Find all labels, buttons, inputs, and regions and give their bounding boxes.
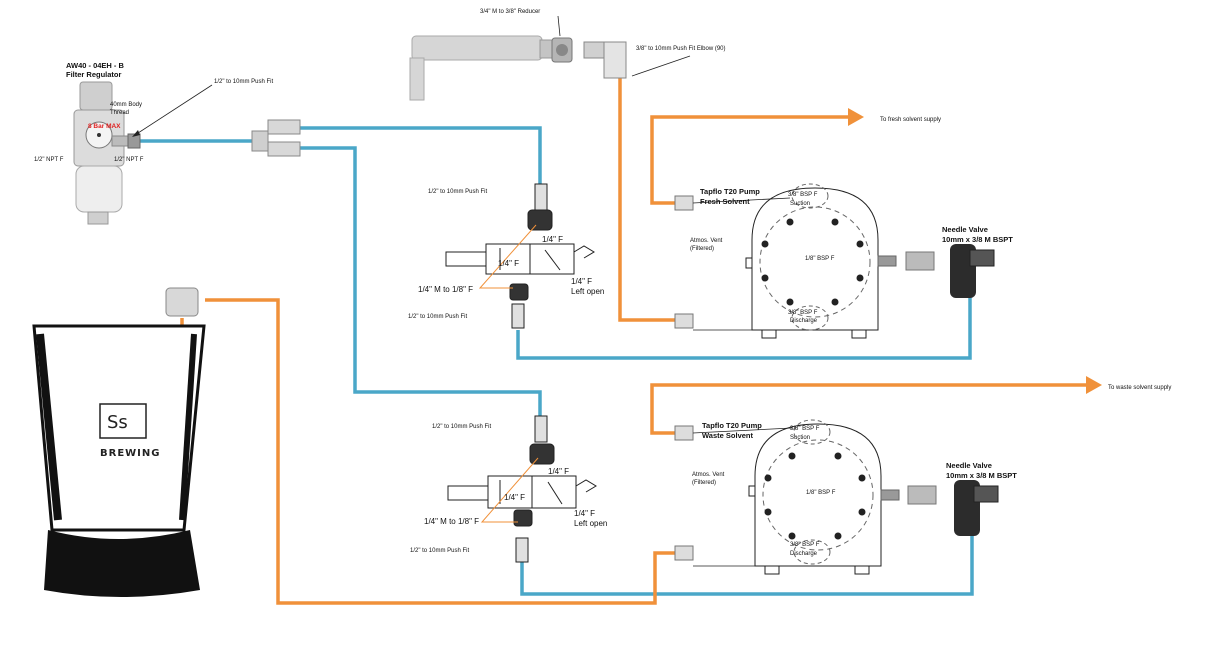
- pump2-center: 1/8" BSP F: [806, 490, 836, 496]
- body-thread-2: Thread: [110, 110, 129, 116]
- valve2-pushfit-bottom: 1/2" to 10mm Push Fit: [410, 548, 469, 554]
- solvent-lines: [180, 78, 1088, 605]
- pump2-vent1: Atmos. Vent: [692, 472, 725, 478]
- valve2-quarter-right: 1/4" F: [574, 509, 595, 518]
- elbow-fitting: [583, 41, 627, 79]
- reducer-pointer: [557, 15, 561, 37]
- valve1-orange-leads: [478, 224, 537, 289]
- push-fit-pointer-head: [132, 130, 140, 137]
- pump2-discharge2: Discharge: [790, 551, 818, 557]
- pump1-center: 1/8" BSP F: [805, 256, 835, 262]
- elbow-label: 3/8" to 10mm Push Fit Elbow (90): [636, 46, 726, 52]
- valve2-left-open: Left open: [574, 519, 607, 528]
- air-line-lower: [300, 146, 542, 418]
- pump1-vent1: Atmos. Vent: [690, 238, 723, 244]
- pump1-sub: Fresh Solvent: [700, 197, 750, 206]
- pump-2: [674, 419, 882, 575]
- brand-word: BREWING: [100, 448, 160, 459]
- bar-max-label: 8 Bar MAX: [88, 123, 121, 130]
- pump1-suction2: Suction: [790, 201, 810, 207]
- filter-regulator: [73, 81, 141, 225]
- fresh-supply-line: [650, 115, 850, 205]
- reducer-fitting: [551, 37, 573, 63]
- pump1-discharge: 3/8" BSP F: [788, 310, 818, 316]
- air-line-upper: [300, 126, 542, 186]
- needle1-sub: 10mm x 3/8 M BSPT: [942, 235, 1013, 244]
- solenoid-valve-1: [445, 183, 595, 329]
- valve2-adapter: 1/4" M to 1/8" F: [424, 517, 479, 526]
- push-fit-pointer: [134, 84, 213, 136]
- body-thread-1: 40mm Body: [110, 102, 142, 108]
- regulator-name: Filter Regulator: [66, 70, 122, 79]
- reducer-label: 3/4" M to 3/8" Reducer: [480, 9, 540, 15]
- valve1-quarter-top: 1/4" F: [542, 235, 563, 244]
- npt-left-label: 1/2" NPT F: [34, 157, 64, 163]
- waste-discharge-line: [205, 298, 675, 605]
- air-line-valve1-out: [516, 296, 972, 360]
- pump2-suction2: Suction: [790, 435, 810, 441]
- fresh-discharge-line: [618, 78, 675, 322]
- needle1-title: Needle Valve: [942, 225, 988, 234]
- pump1-title: Tapflo T20 Pump: [700, 187, 760, 196]
- fresh-supply-label: To fresh solvent supply: [880, 117, 941, 123]
- valve2-pushfit-top: 1/2" to 10mm Push Fit: [432, 424, 491, 430]
- valve2-orange-leads: [480, 457, 539, 523]
- pump2-sub: Waste Solvent: [702, 431, 753, 440]
- needle2-sub: 10mm x 3/8 M BSPT: [946, 471, 1017, 480]
- needle2-title: Needle Valve: [946, 461, 992, 470]
- elbow-pointer: [631, 55, 691, 77]
- regulator-model: AW40 - 04EH - B: [66, 61, 125, 70]
- valve1-pushfit-top: 1/2" to 10mm Push Fit: [428, 189, 487, 195]
- valve1-quarter-right: 1/4" F: [571, 277, 592, 286]
- pump1-suction: 3/8" BSP F: [788, 192, 818, 198]
- solenoid-valve-2: [447, 415, 597, 563]
- valve1-left-open: Left open: [571, 287, 604, 296]
- brand-ss: Ss: [107, 412, 128, 433]
- pump2-vent2: (Filtered): [692, 480, 716, 486]
- valve1-quarter-mid: 1/4" F: [498, 259, 519, 268]
- pump2-discharge: 3/8" BSP F: [790, 542, 820, 548]
- pump2-title: Tapflo T20 Pump: [702, 421, 762, 430]
- air-lines: [140, 126, 974, 596]
- push-fit-top-label: 1/2" to 10mm Push Fit: [214, 79, 273, 85]
- brew-keg: [32, 287, 206, 597]
- air-line-valve2-out: [520, 535, 974, 596]
- needle-valve-2: [880, 480, 999, 536]
- hose-barb: [409, 35, 553, 101]
- pump1-discharge2: Discharge: [790, 318, 818, 324]
- valve2-quarter-top: 1/4" F: [548, 467, 569, 476]
- pump2-suction: 3/8" BSP F: [790, 426, 820, 432]
- valve1-adapter: 1/4" M to 1/8" F: [418, 285, 473, 294]
- needle-valve-1: [877, 244, 995, 298]
- y-splitter: [251, 119, 301, 157]
- waste-supply-arrow: [1086, 376, 1102, 394]
- fresh-supply-arrow: [848, 108, 864, 126]
- pump1-vent2: (Filtered): [690, 246, 714, 252]
- npt-right-label: 1/2" NPT F: [114, 157, 144, 163]
- waste-supply-line: [650, 383, 1088, 435]
- waste-supply-label: To waste solvent supply: [1108, 385, 1171, 391]
- pump-1: [674, 183, 879, 339]
- valve2-quarter-mid: 1/4" F: [504, 493, 525, 502]
- valve1-pushfit-bottom: 1/2" to 10mm Push Fit: [408, 314, 467, 320]
